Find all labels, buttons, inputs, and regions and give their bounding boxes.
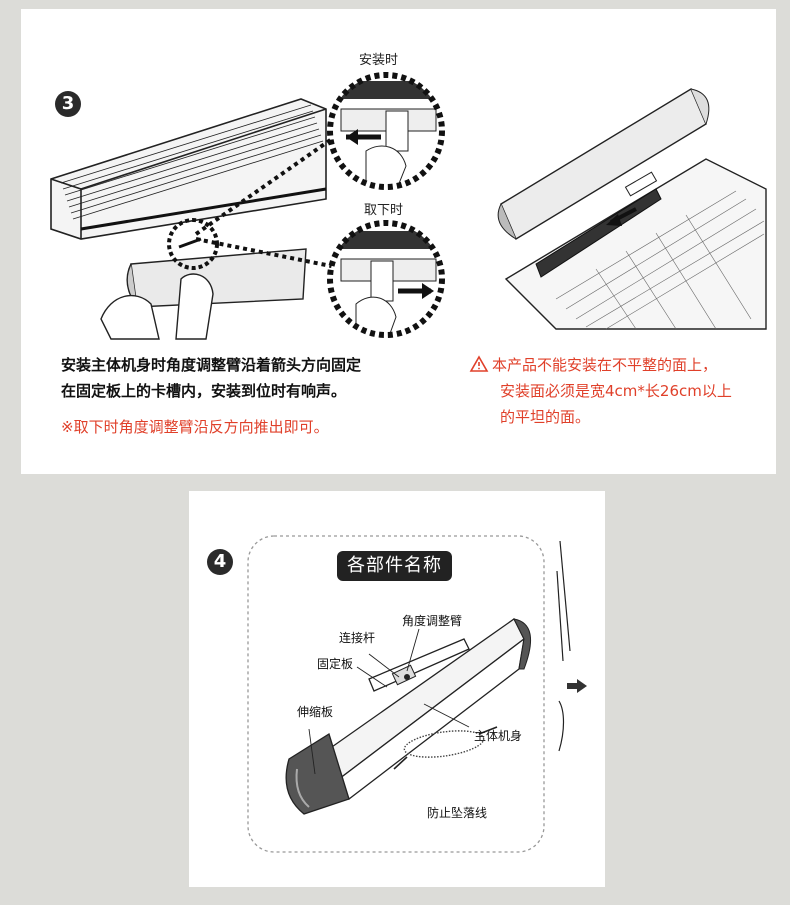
- next-step-partial-illustration: [555, 531, 595, 771]
- warning-line-1: 本产品不能安装在不平整的面上，: [470, 352, 732, 378]
- label-connecting-rod: 连接杆: [339, 629, 375, 646]
- label-main-body: 主体机身: [474, 727, 522, 744]
- warning-line-3: 的平坦的面。: [470, 404, 732, 430]
- step-number-4: 4: [207, 549, 233, 575]
- zoom-circle-install: [326, 71, 446, 191]
- cassette-ac-illustration: [476, 29, 766, 329]
- step3-panel: 3: [21, 9, 776, 474]
- warning-text-1: 本产品不能安装在不平整的面上，: [492, 356, 717, 374]
- label-angle-arm: 角度调整臂: [402, 612, 462, 629]
- zoom-circle-remove: [326, 219, 446, 339]
- deflector-parts-diagram: [279, 609, 539, 839]
- instruction-text: 安装主体机身时角度调整臂沿着箭头方向固定 在固定板上的卡槽内，安装到位时有响声。: [61, 352, 361, 404]
- caption-install: 安装时: [359, 49, 398, 68]
- step4-panel: 4 各部件名称 角度调整臂 连接杆 固定板 伸缩板 主体机: [189, 491, 605, 887]
- removal-note: ※取下时角度调整臂沿反方向推出即可。: [61, 414, 329, 440]
- parts-title-badge: 各部件名称: [337, 551, 452, 581]
- instruction-line-2: 在固定板上的卡槽内，安装到位时有响声。: [61, 378, 361, 404]
- warning-block: 本产品不能安装在不平整的面上， 安装面必须是宽4cm*长26cm以上 的平坦的面…: [470, 352, 732, 430]
- label-anti-fall-cord: 防止坠落线: [427, 804, 487, 821]
- label-fixing-plate: 固定板: [317, 655, 353, 672]
- warning-triangle-icon: [470, 356, 488, 372]
- warning-line-2: 安装面必须是宽4cm*长26cm以上: [470, 378, 732, 404]
- instruction-line-1: 安装主体机身时角度调整臂沿着箭头方向固定: [61, 352, 361, 378]
- label-telescopic-plate: 伸缩板: [297, 703, 333, 720]
- caption-remove: 取下时: [364, 199, 403, 218]
